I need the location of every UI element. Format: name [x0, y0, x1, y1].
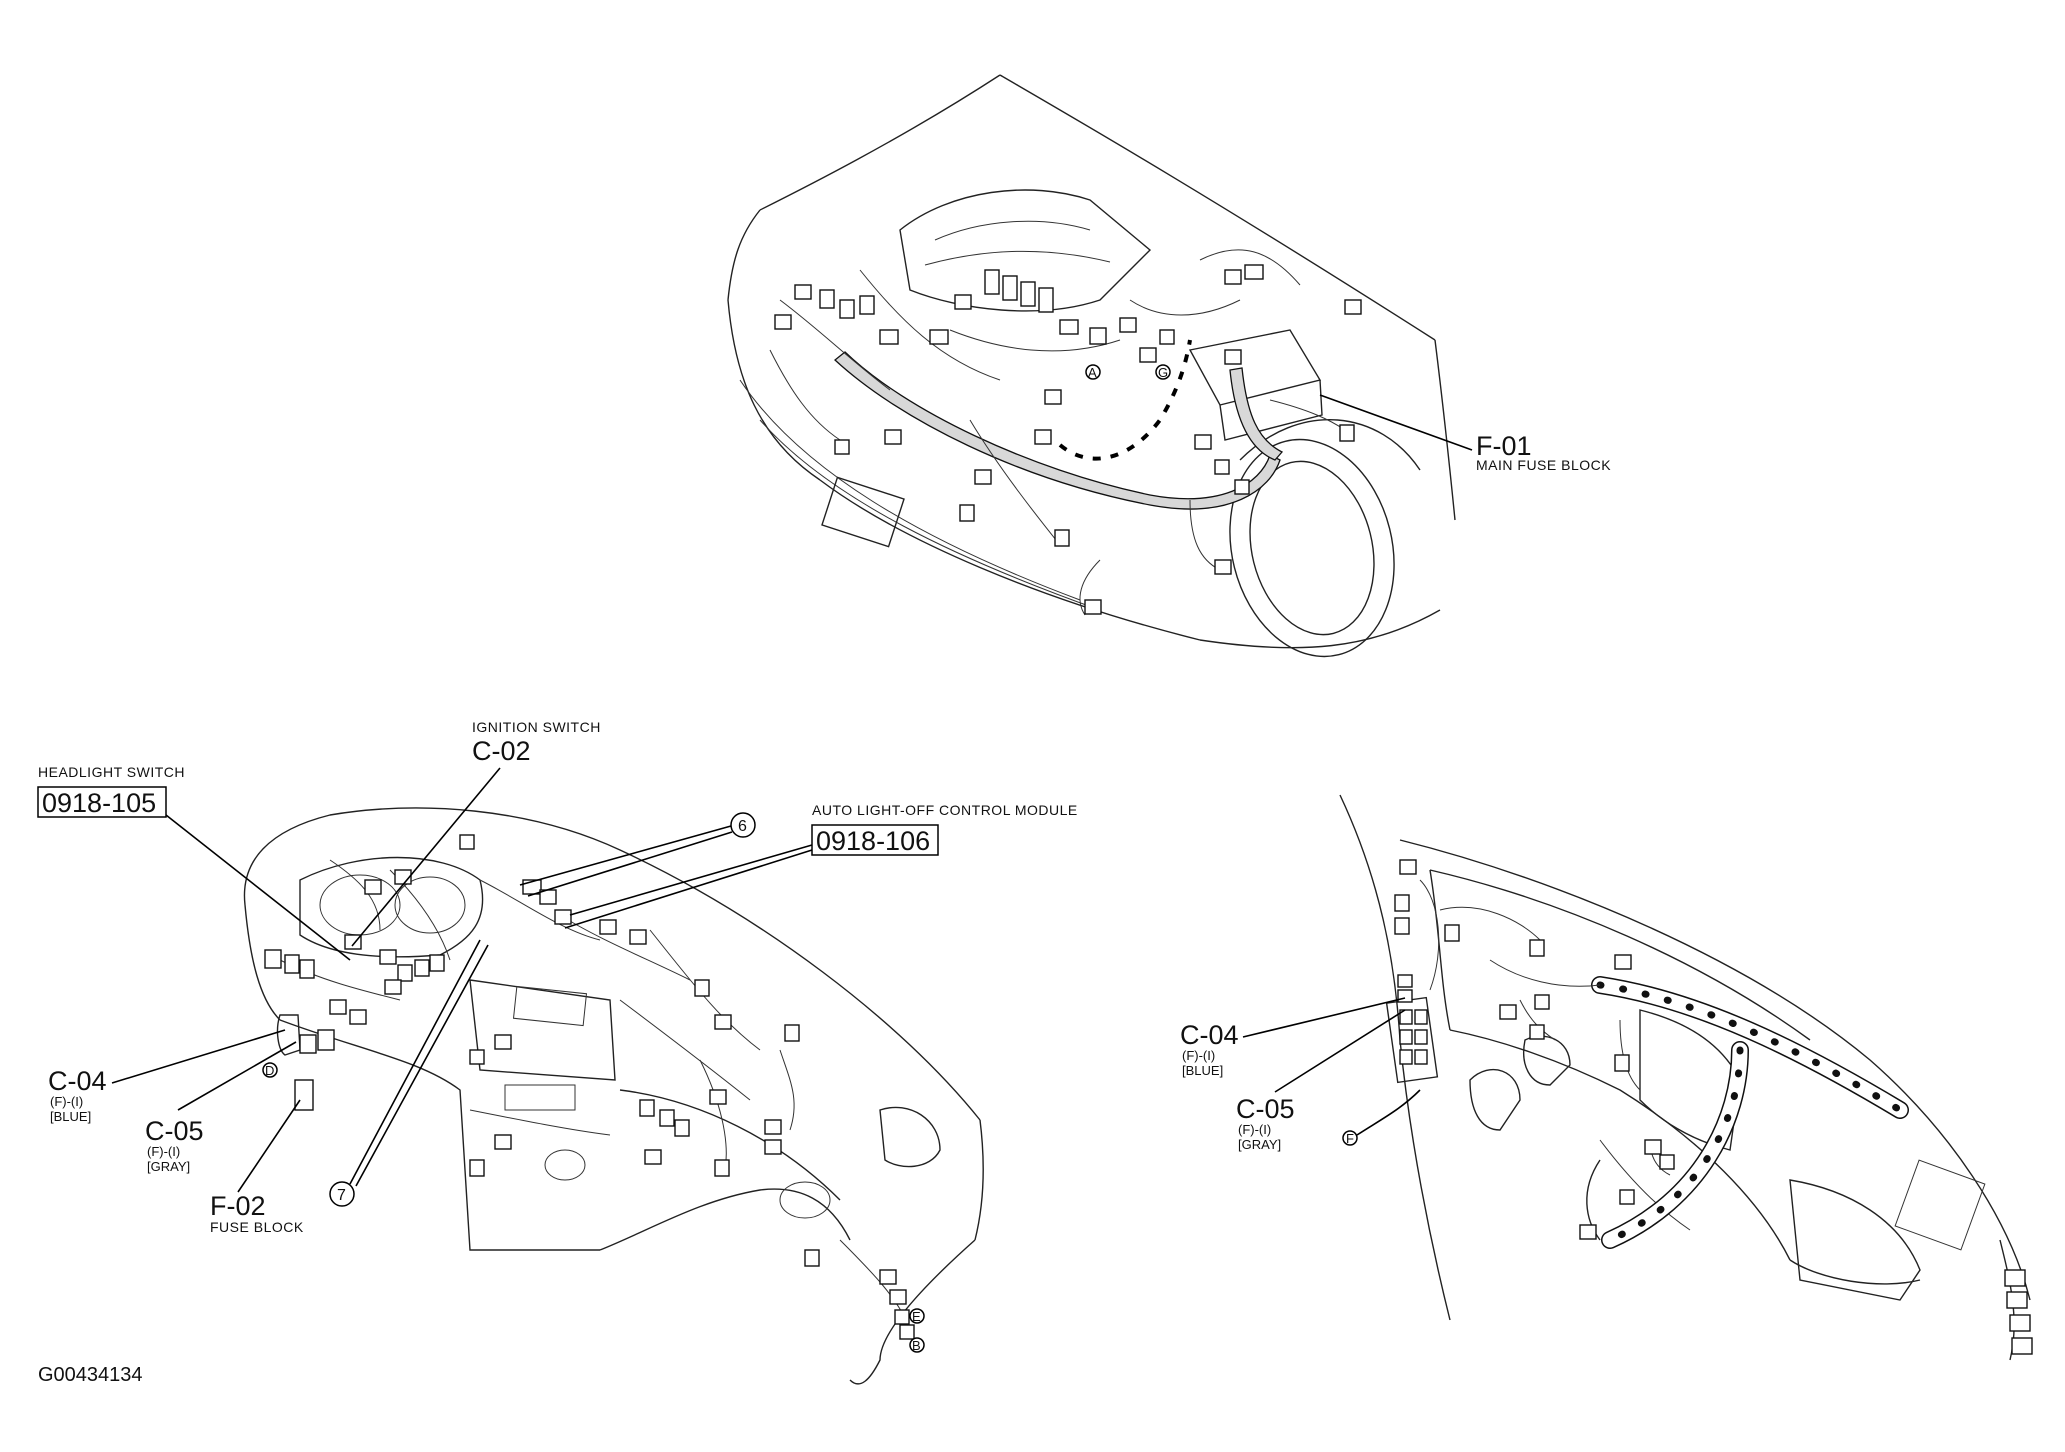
c04-color: [BLUE]: [50, 1109, 91, 1124]
right-c05-code: C-05: [1236, 1094, 1295, 1124]
auto-light-module-code: 0918-106: [816, 826, 930, 856]
auto-light-module-name: AUTO LIGHT-OFF CONTROL MODULE: [812, 802, 1078, 818]
marker-d-label: D: [265, 1063, 274, 1078]
dash-connectors: [264, 834, 915, 1340]
marker-f-label: F: [1346, 1131, 1354, 1146]
headlight-switch-code-box: [37, 786, 167, 818]
engine-markers: A G: [1085, 364, 1171, 380]
dash-markers: D E B: [262, 1062, 925, 1353]
figure-id: G00434134: [38, 1364, 143, 1386]
auto-light-module-code-box: [811, 824, 939, 856]
f01-name: MAIN FUSE BLOCK: [1476, 457, 1611, 473]
callout-6-label: 6: [738, 818, 747, 835]
ignition-switch-name: IGNITION SWITCH: [472, 719, 601, 735]
passenger-side-view: F C-04 (F)-(I) [BLUE] C-05 (F)-(I) [GRAY…: [1180, 794, 2033, 1361]
right-c04-color: [BLUE]: [1182, 1063, 1223, 1078]
f01-code: F-01: [1476, 431, 1532, 461]
f02-name: FUSE BLOCK: [210, 1219, 304, 1235]
right-c04-code: C-04: [1180, 1020, 1239, 1050]
right-c05-spec: (F)-(I): [1238, 1122, 1271, 1137]
headlight-switch-code: 0918-105: [42, 788, 156, 818]
callout-7: [329, 1181, 355, 1207]
f01-leader: [1319, 394, 1473, 451]
ignition-coils: [984, 269, 1054, 313]
c04-code: C-04: [48, 1066, 107, 1096]
dashboard-view: D E B HEADLIGHT SWITCH 0918-105 IGNITION…: [37, 719, 1078, 1385]
right-c04-spec: (F)-(I): [1182, 1048, 1215, 1063]
c05-color: [GRAY]: [147, 1159, 190, 1174]
marker-b-label: B: [912, 1338, 921, 1353]
right-c05-color: [GRAY]: [1238, 1137, 1281, 1152]
headlight-switch-name: HEADLIGHT SWITCH: [38, 764, 185, 780]
callout-7-label: 7: [337, 1187, 346, 1204]
engine-connectors: [774, 264, 1362, 615]
callout-6: [730, 812, 756, 838]
marker-a-label: A: [1088, 365, 1097, 380]
right-connectors: [1394, 859, 1675, 1240]
f02-code: F-02: [210, 1191, 266, 1221]
c04-spec: (F)-(I): [50, 1094, 83, 1109]
c05-code: C-05: [145, 1116, 204, 1146]
marker-f: [1342, 1130, 1358, 1146]
marker-e-label: E: [912, 1309, 921, 1324]
c05-spec: (F)-(I): [147, 1144, 180, 1159]
engine-bay-view: A G F-01 MAIN FUSE BLOCK: [727, 74, 1611, 658]
ignition-switch-code: C-02: [472, 736, 531, 766]
cross-car-beam: [1591, 976, 1909, 1249]
marker-g-label: G: [1158, 365, 1168, 380]
